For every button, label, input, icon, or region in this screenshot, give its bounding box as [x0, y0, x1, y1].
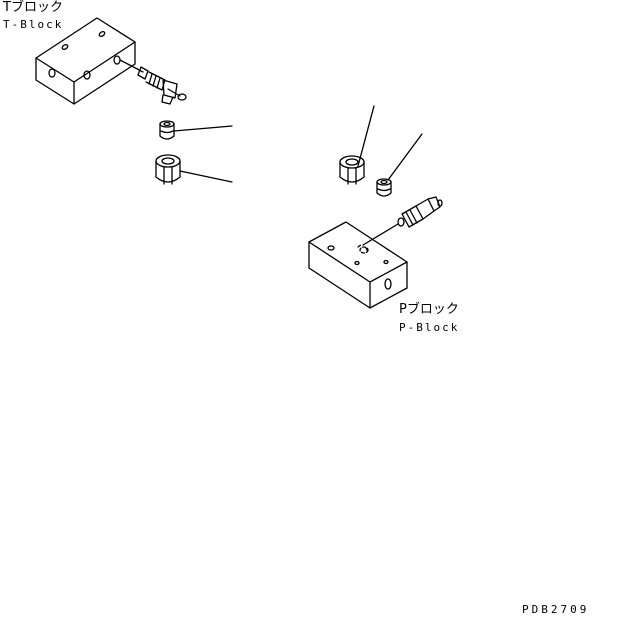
- nut-leader-line: [179, 170, 233, 183]
- p-block-sleeve: [376, 178, 392, 197]
- drawing-code: PDB2709: [522, 603, 590, 616]
- t-block-label-ja: Tブロック: [3, 0, 63, 15]
- t-block-elbow-fitting: [119, 59, 187, 105]
- p-nut-leader-line: [357, 105, 375, 167]
- t-block: [35, 17, 136, 105]
- t-block-label-en: T-Block: [3, 18, 64, 31]
- sleeve-leader-line: [173, 125, 233, 132]
- p-block-label-ja: Pブロック: [399, 302, 459, 317]
- p-block-nut: [339, 155, 365, 185]
- t-block-sleeve: [159, 120, 175, 140]
- t-block-nut: [155, 154, 181, 185]
- p-block: [308, 221, 408, 309]
- p-block-label-en: P-Block: [399, 321, 460, 334]
- p-block-straight-fitting: [362, 196, 443, 246]
- p-sleeve-leader-line: [387, 133, 423, 181]
